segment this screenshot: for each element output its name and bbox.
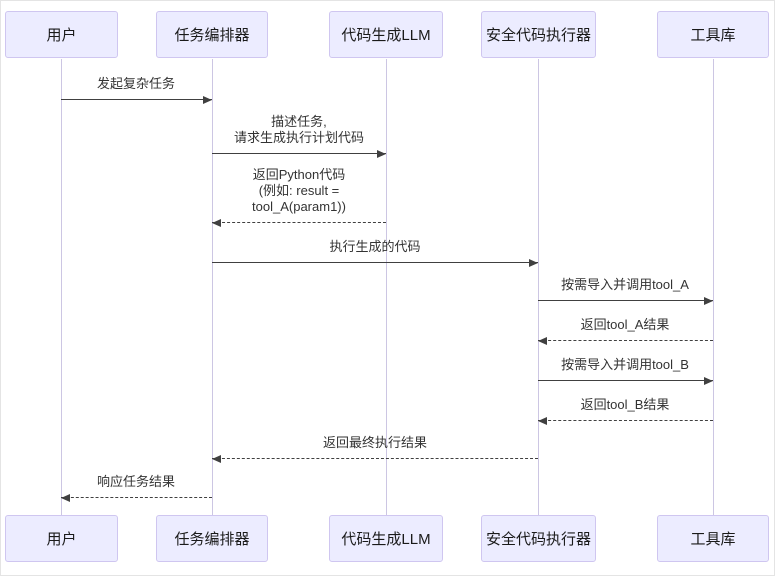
actor-bottom-executor: 安全代码执行器 <box>481 515 596 562</box>
actor-bottom-orchestrator: 任务编排器 <box>156 515 268 562</box>
lifeline-user <box>61 59 62 515</box>
actor-bottom-user: 用户 <box>5 515 118 562</box>
arrowhead-left-icon <box>212 455 221 463</box>
arrowhead-left-icon <box>538 337 547 345</box>
message-label: 返回tool_A结果 <box>580 317 670 332</box>
message-return-arrow <box>212 222 386 223</box>
message-label: 响应任务结果 <box>96 474 176 489</box>
arrowhead-left-icon <box>61 494 70 502</box>
message-arrow <box>61 99 212 100</box>
actor-label: 任务编排器 <box>174 531 250 548</box>
arrowhead-right-icon <box>203 96 212 104</box>
lifeline-executor <box>538 59 539 515</box>
actor-top-user: 用户 <box>5 11 118 58</box>
arrowhead-left-icon <box>212 219 221 227</box>
arrowhead-left-icon <box>538 417 547 425</box>
arrowhead-right-icon <box>704 377 713 385</box>
actor-label: 工具库 <box>690 531 736 548</box>
message-return-arrow <box>61 497 212 498</box>
message-return-arrow <box>538 420 713 421</box>
actor-label: 任务编排器 <box>174 27 250 44</box>
message-arrow <box>538 380 713 381</box>
message-return-arrow <box>538 340 713 341</box>
actor-bottom-tool-library: 工具库 <box>657 515 769 562</box>
message-label: 按需导入并调用tool_A <box>561 277 689 292</box>
message-label: 发起复杂任务 <box>96 76 176 91</box>
message-label: 返回最终执行结果 <box>322 435 428 450</box>
actor-bottom-codegen-llm: 代码生成LLM <box>329 515 443 562</box>
lifeline-orchestrator <box>212 59 213 515</box>
arrowhead-right-icon <box>704 297 713 305</box>
lifeline-codegen-llm <box>386 59 387 515</box>
actor-top-executor: 安全代码执行器 <box>481 11 596 58</box>
message-label: 执行生成的代码 <box>329 239 421 254</box>
message-arrow <box>212 262 538 263</box>
lifeline-tool-library <box>713 59 714 515</box>
actor-label: 代码生成LLM <box>341 27 431 44</box>
actor-label: 代码生成LLM <box>341 531 431 548</box>
actor-label: 安全代码执行器 <box>485 531 591 548</box>
actor-label: 用户 <box>46 531 77 548</box>
message-arrow <box>538 300 713 301</box>
message-label: 按需导入并调用tool_B <box>561 357 689 372</box>
actor-label: 工具库 <box>690 27 736 44</box>
actor-top-tool-library: 工具库 <box>657 11 769 58</box>
message-label: 描述任务, 请求生成执行计划代码 <box>233 114 365 145</box>
actor-top-orchestrator: 任务编排器 <box>156 11 268 58</box>
message-return-arrow <box>212 458 538 459</box>
message-label: 返回tool_B结果 <box>580 397 670 412</box>
arrowhead-right-icon <box>529 259 538 267</box>
actor-label: 安全代码执行器 <box>485 27 591 44</box>
actor-label: 用户 <box>46 27 77 44</box>
arrowhead-right-icon <box>377 150 386 158</box>
message-label: 返回Python代码 (例如: result = tool_A(param1)) <box>252 167 346 214</box>
actor-top-codegen-llm: 代码生成LLM <box>329 11 443 58</box>
message-arrow <box>212 153 386 154</box>
